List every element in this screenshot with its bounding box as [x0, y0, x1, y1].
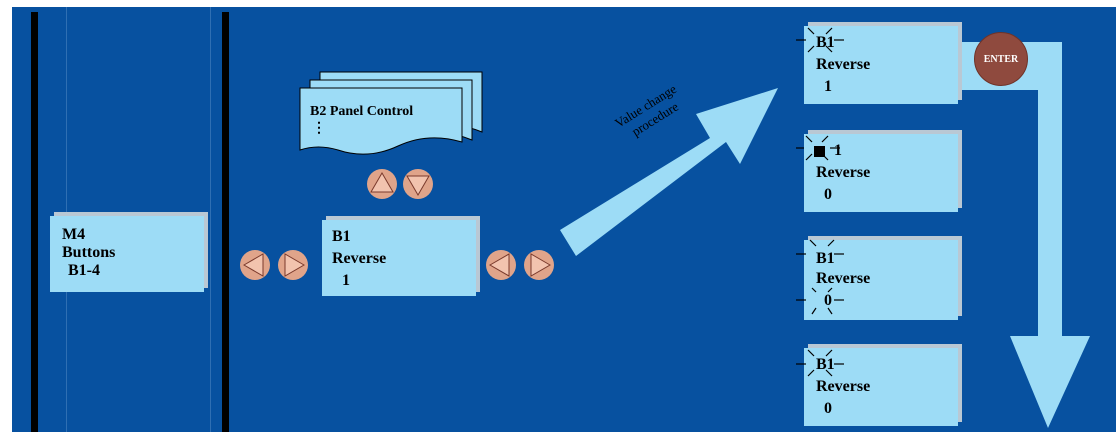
blink-marks-step3-icon — [796, 239, 844, 315]
left-arrow-icon[interactable] — [240, 250, 270, 280]
step-box-2: 1 Reverse 0 — [804, 134, 958, 212]
cursor-block-icon — [814, 146, 825, 157]
blink-marks-step2-icon — [796, 135, 840, 161]
divider-bar — [31, 12, 38, 432]
up-arrow-icon[interactable] — [367, 169, 397, 199]
stack-title: B2 Panel Control — [310, 104, 414, 119]
menu-nav-buttons — [240, 250, 308, 280]
step3-line-3: 0 — [824, 292, 832, 309]
flow-down-arrow — [950, 42, 1090, 428]
left-arrow-icon[interactable] — [486, 250, 516, 280]
down-arrow-icon[interactable] — [403, 169, 433, 199]
step4-line-1: B1 — [816, 356, 835, 373]
panel-control-stack — [299, 71, 483, 155]
current-value-box: B1 Reverse 1 — [322, 220, 476, 296]
menu-box: M4 Buttons B1-4 — [50, 216, 204, 292]
divider-bar — [222, 12, 229, 432]
menu-line-3: B1-4 — [68, 262, 100, 279]
step-box-1: B1 Reverse 1 — [804, 26, 958, 104]
step3-line-2: Reverse — [816, 270, 871, 287]
procedure-arrow — [560, 88, 778, 256]
current-line-1: B1 — [332, 228, 351, 245]
enter-button[interactable]: ENTER — [974, 32, 1028, 86]
step-box-4: B1 Reverse 0 — [804, 348, 958, 426]
menu-line-2: Buttons — [62, 244, 116, 261]
step1-line-2: Reverse — [816, 56, 871, 73]
guide-line — [210, 7, 211, 432]
document-sheet-front — [299, 87, 463, 155]
step1-line-3: 1 — [824, 78, 832, 95]
step-box-3: B1 Reverse 0 — [804, 240, 958, 320]
step2-line-3: 0 — [824, 186, 832, 203]
value-nav-buttons — [486, 250, 554, 280]
current-line-2: Reverse — [332, 250, 387, 267]
step1-line-1: B1 — [816, 34, 835, 51]
blink-marks-step4-icon — [796, 349, 844, 377]
step2-line-1: 1 — [834, 142, 842, 159]
step3-line-1: B1 — [816, 250, 835, 267]
up-down-buttons — [367, 169, 433, 199]
step2-line-2: Reverse — [816, 164, 871, 181]
blink-marks-step1-icon — [796, 27, 844, 53]
stack-more-icon: ⋮ — [312, 121, 326, 136]
menu-line-1: M4 — [62, 226, 86, 243]
right-arrow-icon[interactable] — [278, 250, 308, 280]
current-line-3: 1 — [342, 272, 350, 289]
step4-line-3: 0 — [824, 400, 832, 417]
right-arrow-icon[interactable] — [524, 250, 554, 280]
step4-line-2: Reverse — [816, 378, 871, 395]
